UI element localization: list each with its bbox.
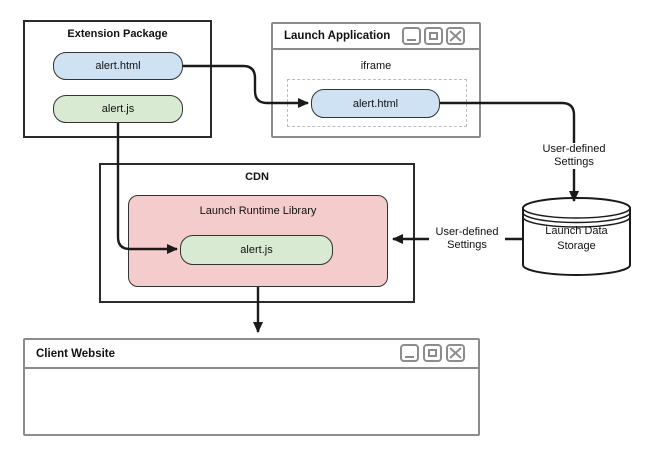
- maximize-icon: [428, 349, 437, 357]
- iframe-label: iframe: [360, 60, 392, 72]
- minimize-button: [402, 27, 421, 45]
- user-defined-settings-label-left: User-defined Settings: [429, 226, 505, 253]
- extension-alert-html-label: alert.html: [95, 60, 141, 72]
- launch-runtime-library-title: Launch Runtime Library: [199, 205, 317, 217]
- launch-data-storage-label: Launch Data Storage: [545, 225, 608, 252]
- client-website-titlebar: Client Website: [25, 340, 478, 369]
- extension-alert-js-label: alert.js: [101, 103, 135, 115]
- maximize-button: [423, 344, 442, 362]
- close-button: [446, 344, 465, 362]
- maximize-icon: [429, 32, 438, 40]
- cdn-title: CDN: [245, 171, 269, 183]
- minimize-button: [400, 344, 419, 362]
- maximize-button: [424, 27, 443, 45]
- cdn-alert-js-label: alert.js: [240, 244, 273, 256]
- client-website-window: Client Website: [23, 338, 480, 436]
- minimize-icon: [405, 356, 414, 358]
- client-website-title: Client Website: [36, 347, 116, 360]
- iframe-alert-html-label: alert.html: [352, 97, 399, 110]
- user-defined-settings-label-top: User-defined Settings: [536, 143, 612, 170]
- cdn-alert-js-pill: alert.js: [180, 235, 333, 265]
- minimize-icon: [407, 39, 416, 41]
- close-button: [446, 27, 465, 45]
- launch-application-titlebar: Launch Application: [273, 24, 479, 50]
- iframe-alert-html-pill: alert.html: [311, 89, 440, 118]
- extension-package-title: Extension Package: [67, 28, 168, 40]
- launch-application-title: Launch Application: [284, 30, 391, 42]
- extension-alert-js-pill: alert.js: [53, 95, 183, 123]
- close-icon: [449, 30, 462, 42]
- extension-alert-html-pill: alert.html: [53, 52, 183, 80]
- close-icon: [449, 347, 462, 359]
